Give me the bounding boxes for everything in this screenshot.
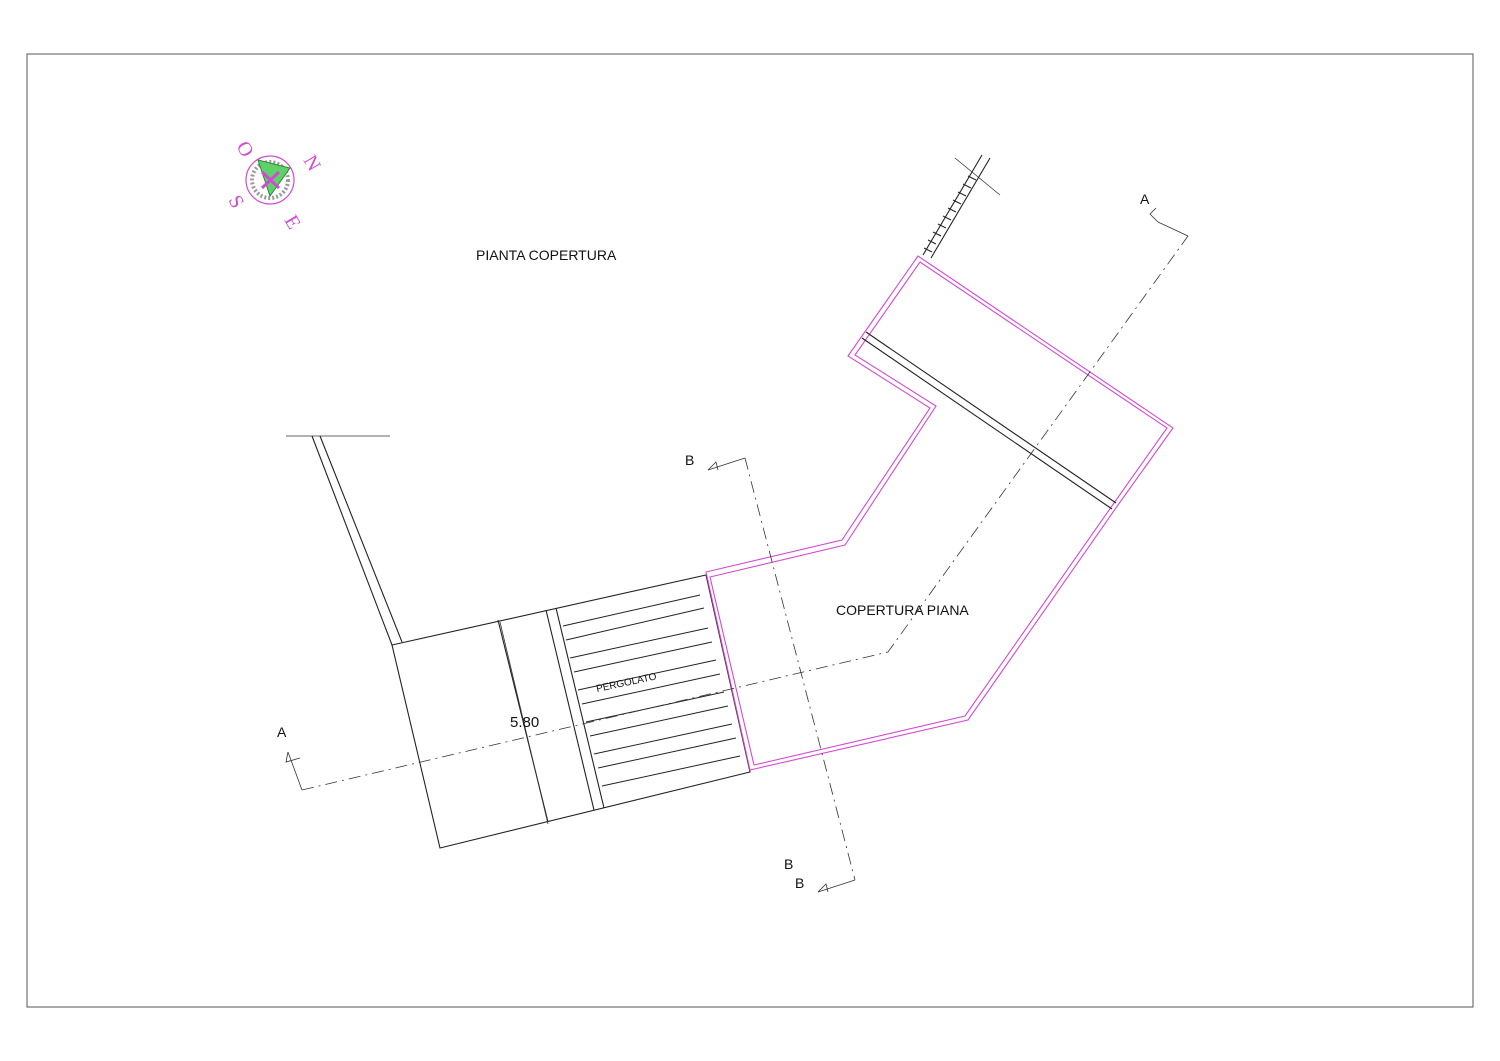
section-b-bottom-label-1: B <box>784 856 793 872</box>
section-b-bottom-label-2: B <box>795 875 804 891</box>
boundary-wall <box>286 435 403 646</box>
section-line-b <box>707 457 856 893</box>
flat-roof-outline <box>705 255 1174 771</box>
compass-west: O <box>232 138 258 162</box>
terrace-block <box>391 574 751 849</box>
compass-rose-icon: N O S E <box>224 138 325 234</box>
roof-label: COPERTURA PIANA <box>836 602 969 618</box>
pergola-slats <box>562 594 741 787</box>
compass-south: S <box>224 192 249 213</box>
dimension-line <box>499 621 549 825</box>
section-line-a <box>285 207 1189 791</box>
compass-east: E <box>280 212 305 234</box>
compass-north: N <box>299 152 325 176</box>
dimension-value: 5.80 <box>510 714 539 731</box>
section-a-top-label: A <box>1140 191 1150 207</box>
section-b-top-label: B <box>685 452 694 468</box>
section-a-bottom-label: A <box>277 724 287 740</box>
pergola-label: PERGOLATO <box>595 671 657 695</box>
drawing-title: PIANTA COPERTURA <box>476 247 617 263</box>
hatched-wall <box>922 154 1001 259</box>
sheet-border <box>26 53 1474 1008</box>
